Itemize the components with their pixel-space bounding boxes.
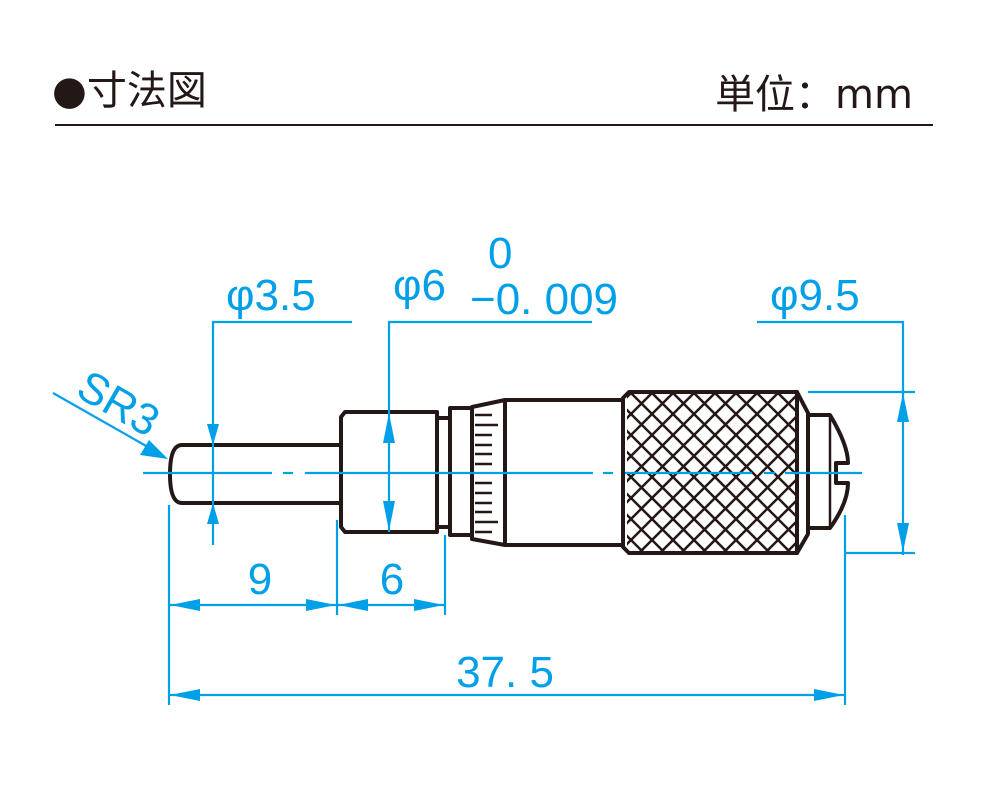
thimble-collar: [448, 406, 474, 537]
knurl-pattern: [627, 394, 795, 553]
slotted-end-cap: [806, 413, 850, 530]
dimension-phi-3-5: φ3.5: [207, 271, 352, 545]
dimension-phi-9-5: φ9.5: [757, 271, 915, 555]
dimension-phi-6: φ6 0 −0. 009: [383, 229, 618, 532]
drawing-title: ●寸法図: [52, 68, 207, 114]
length-9-label: 9: [248, 555, 272, 604]
length-dimensions: 9 6 37. 5: [167, 505, 847, 705]
tolerance-lower: −0. 009: [470, 275, 618, 324]
length-37-5-label: 37. 5: [456, 648, 554, 697]
phi-3-5-label: φ3.5: [226, 271, 316, 320]
graduation-marks: [475, 413, 498, 534]
phi-9-5-label: φ9.5: [770, 271, 860, 320]
micrometer-outline: [168, 390, 850, 555]
sr3-label: SR3: [69, 361, 168, 446]
dimension-sr3: SR3: [52, 361, 168, 459]
length-6-label: 6: [380, 555, 404, 604]
tolerance-upper: 0: [488, 229, 512, 278]
unit-label: 単位：mm: [715, 72, 913, 118]
phi-6-label: φ6: [393, 261, 446, 310]
